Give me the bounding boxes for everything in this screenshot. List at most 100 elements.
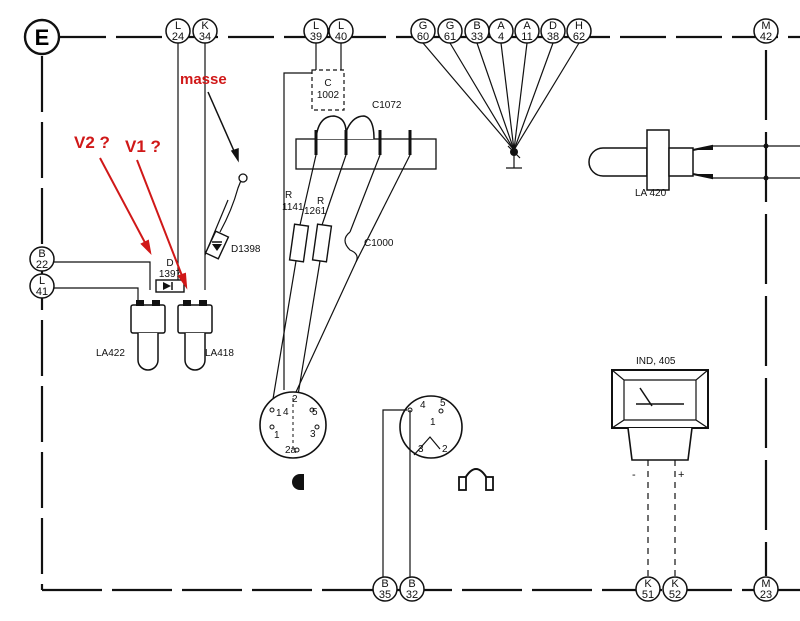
- left-connectors: B22 L41: [29, 246, 151, 300]
- fan-wires: [422, 42, 580, 169]
- frame-label-text: E: [35, 25, 50, 50]
- svg-text:34: 34: [199, 31, 211, 43]
- svg-text:+: +: [678, 469, 684, 481]
- svg-text:G: G: [446, 20, 455, 32]
- node-K51: K51: [635, 576, 661, 602]
- socket-right: 4 5 1 3 2: [382, 395, 494, 577]
- svg-text:K: K: [644, 578, 652, 590]
- la420-label: LA 420: [635, 188, 667, 199]
- svg-text:D: D: [549, 20, 557, 32]
- svg-text:A: A: [497, 20, 505, 32]
- svg-text:R: R: [285, 190, 292, 201]
- node-L40: L40: [328, 18, 354, 44]
- svg-text:52: 52: [669, 589, 681, 601]
- svg-text:L: L: [39, 275, 45, 287]
- svg-text:32: 32: [406, 589, 418, 601]
- svg-text:B: B: [381, 578, 388, 590]
- ind405-label: IND, 405: [636, 356, 676, 367]
- diode-d1398: D1398: [204, 173, 261, 260]
- svg-text:B: B: [38, 248, 45, 260]
- la422-label: LA422: [96, 348, 125, 359]
- annotation-v1: V1 ?: [125, 137, 161, 156]
- svg-text:38: 38: [547, 31, 559, 43]
- svg-text:C: C: [324, 78, 331, 89]
- svg-text:K: K: [201, 20, 209, 32]
- svg-text:1141: 1141: [282, 202, 304, 213]
- node-K34: K34: [192, 18, 218, 44]
- capacitor-c1000: C1000: [289, 154, 411, 406]
- svg-text:4: 4: [498, 31, 504, 43]
- node-L41: L41: [29, 273, 55, 299]
- lamp-la418: LA418: [177, 300, 234, 371]
- svg-text:23: 23: [760, 589, 772, 601]
- node-L39: L39: [303, 18, 329, 44]
- capacitor-c1002: C 1002: [283, 43, 345, 390]
- svg-text:2: 2: [292, 394, 298, 405]
- svg-text:39: 39: [310, 31, 322, 43]
- svg-text:42: 42: [760, 31, 772, 43]
- socket-left: 1 4 2 5 1 3 2a: [259, 391, 327, 490]
- svg-text:40: 40: [335, 31, 347, 43]
- frame-label-e: E: [23, 18, 61, 56]
- svg-text:22: 22: [36, 259, 48, 271]
- svg-text:51: 51: [642, 589, 654, 601]
- node-G60: G60: [410, 18, 436, 44]
- svg-text:35: 35: [379, 589, 391, 601]
- svg-text:G: G: [419, 20, 428, 32]
- d1397-label: D: [166, 258, 173, 269]
- svg-text:3: 3: [310, 429, 316, 440]
- c1072-label: C1072: [372, 100, 402, 111]
- svg-text:L: L: [313, 20, 319, 32]
- annotation-masse: masse: [180, 71, 227, 88]
- lamp-la420: LA 420: [588, 129, 800, 199]
- svg-text:1261: 1261: [304, 206, 327, 217]
- headphone-icon: [458, 468, 494, 491]
- svg-text:4: 4: [283, 407, 289, 418]
- node-L24: L24: [165, 18, 191, 44]
- annotation-v2: V2 ?: [74, 133, 110, 152]
- la418-label: LA418: [205, 348, 234, 359]
- diode-d1397: D 1397: [155, 258, 185, 293]
- node-M23: M23: [753, 576, 779, 602]
- lamp-la422: LA422: [96, 300, 166, 371]
- svg-text:3: 3: [418, 444, 424, 455]
- svg-text:B: B: [408, 578, 415, 590]
- resistors: R 1141 R 1261: [271, 154, 347, 406]
- svg-text:K: K: [671, 578, 679, 590]
- svg-text:A: A: [523, 20, 531, 32]
- svg-text:4: 4: [420, 400, 426, 411]
- c1000-label: C1000: [364, 238, 394, 249]
- annotations: masse V2 ? V1 ?: [74, 71, 239, 290]
- node-B35: B35: [372, 576, 398, 602]
- svg-text:1: 1: [430, 417, 436, 428]
- svg-text:2: 2: [442, 444, 448, 455]
- d1398-label: D1398: [231, 244, 261, 255]
- svg-text:33: 33: [471, 31, 483, 43]
- top-connector-row: L24 K34 L39 L40 G60 G61 B33 A4 A11 D38 H…: [165, 18, 779, 44]
- board-c1072: C1072: [295, 100, 437, 170]
- svg-text:60: 60: [417, 31, 429, 43]
- svg-text:5: 5: [440, 398, 446, 409]
- node-B22: B22: [29, 246, 55, 272]
- node-G61: G61: [437, 18, 463, 44]
- svg-text:B: B: [473, 20, 480, 32]
- node-H62: H62: [566, 18, 592, 44]
- svg-text:L: L: [338, 20, 344, 32]
- node-M42: M42: [753, 18, 779, 44]
- svg-text:R: R: [317, 196, 324, 207]
- svg-text:41: 41: [36, 286, 48, 298]
- node-B33: B33: [464, 18, 490, 44]
- node-A11: A11: [514, 18, 540, 44]
- svg-text:5: 5: [312, 407, 318, 418]
- svg-text:-: -: [632, 469, 636, 481]
- svg-text:M: M: [761, 20, 770, 32]
- bottom-connector-row: B35 B32 K51 K52 M23: [372, 576, 779, 602]
- svg-text:2a: 2a: [285, 445, 297, 456]
- node-A4: A4: [488, 18, 514, 44]
- meter-ind405: IND, 405 - +: [611, 356, 709, 577]
- node-B32: B32: [399, 576, 425, 602]
- svg-text:L: L: [175, 20, 181, 32]
- svg-text:1: 1: [274, 430, 280, 441]
